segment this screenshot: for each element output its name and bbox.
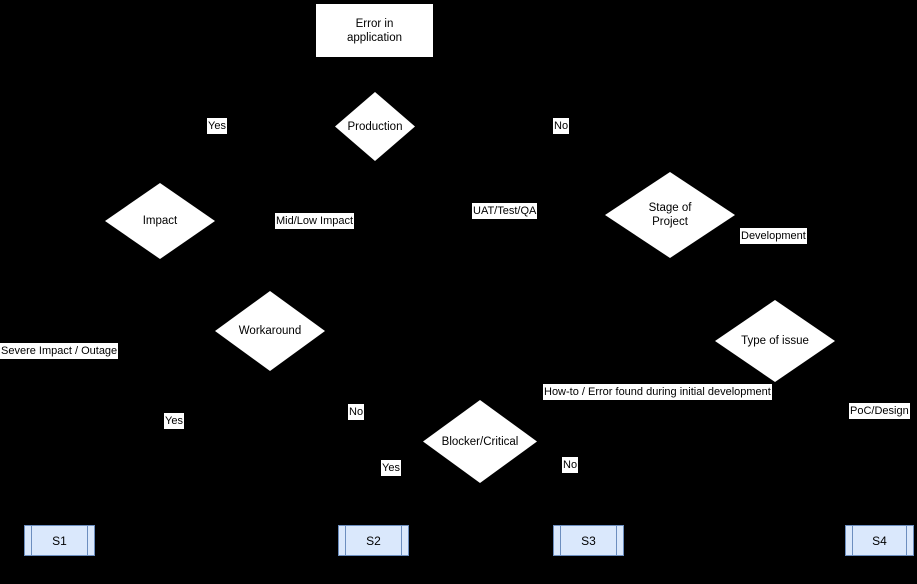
node-impact[interactable]: Impact: [105, 183, 215, 259]
connector-impact-to-s1: [59, 220, 60, 525]
node-type-of-issue[interactable]: Type of issue: [715, 300, 835, 382]
node-outcome-s1[interactable]: S1: [24, 525, 95, 556]
connector-type-issue-to-s3: [715, 341, 716, 525]
connector-production-to-stage: [415, 126, 670, 127]
subprocess-right-bar: [87, 526, 88, 555]
node-workaround[interactable]: Workaround: [215, 291, 325, 371]
subprocess-right-bar: [616, 526, 617, 555]
node-stage-of-project[interactable]: Stage of Project: [605, 172, 735, 258]
diamond-shape: [423, 400, 537, 483]
edge-label-workaround-no: No: [348, 404, 365, 420]
node-outcome-s4[interactable]: S4: [845, 525, 914, 556]
node-outcome-s2-label: S2: [366, 533, 381, 548]
node-blocker-critical[interactable]: Blocker/Critical: [423, 400, 537, 483]
edge-label-development: Development: [740, 228, 807, 244]
node-outcome-s2[interactable]: S2: [338, 525, 409, 556]
subprocess-left-bar: [345, 526, 346, 555]
subprocess-right-bar: [401, 526, 402, 555]
subprocess-left-bar: [852, 526, 853, 555]
diamond-shape: [605, 172, 735, 258]
connector-production-to-impact: [160, 126, 335, 127]
edge-label-uat-test-qa: UAT/Test/QA: [472, 203, 538, 219]
edge-label-severe-impact-outage: Severe Impact / Outage: [0, 343, 119, 359]
diamond-shape: [335, 92, 415, 161]
edge-label-production-no: No: [553, 118, 570, 134]
connector-impact-to-workaround: [215, 220, 270, 221]
node-production[interactable]: Production: [335, 92, 415, 161]
edge-label-poc-design: PoC/Design: [849, 403, 910, 419]
diamond-shape: [105, 183, 215, 259]
edge-label-blocker-yes: Yes: [381, 460, 401, 476]
connector-stage-to-type-issue: [775, 220, 776, 341]
node-outcome-s1-label: S1: [52, 533, 67, 548]
subprocess-left-bar: [31, 526, 32, 555]
connector-type-issue-to-s4: [880, 341, 881, 525]
node-error-in-application[interactable]: Error in application: [315, 3, 434, 58]
node-outcome-s4-label: S4: [872, 533, 887, 548]
connector-start-to-production: [374, 58, 375, 92]
edge-label-mid-low-impact: Mid/Low Impact: [275, 213, 355, 229]
connector-blocker-to-s2: [423, 441, 424, 525]
connector-workaround-to-s1: [215, 331, 216, 525]
edge-label-howto-error-initial-development: How-to / Error found during initial deve…: [543, 384, 772, 400]
edge-label-blocker-no: No: [562, 457, 579, 473]
node-outcome-s3-label: S3: [581, 533, 596, 548]
subprocess-left-bar: [560, 526, 561, 555]
connector-workaround-to-s2: [374, 331, 375, 525]
connector-blocker-to-s3: [589, 441, 590, 525]
diamond-shape: [715, 300, 835, 382]
edge-label-production-yes: Yes: [207, 118, 227, 134]
diamond-shape: [215, 291, 325, 371]
subprocess-right-bar: [906, 526, 907, 555]
connector-stage-to-blocker: [480, 220, 605, 221]
edge-label-workaround-yes: Yes: [164, 413, 184, 429]
node-outcome-s3[interactable]: S3: [553, 525, 624, 556]
